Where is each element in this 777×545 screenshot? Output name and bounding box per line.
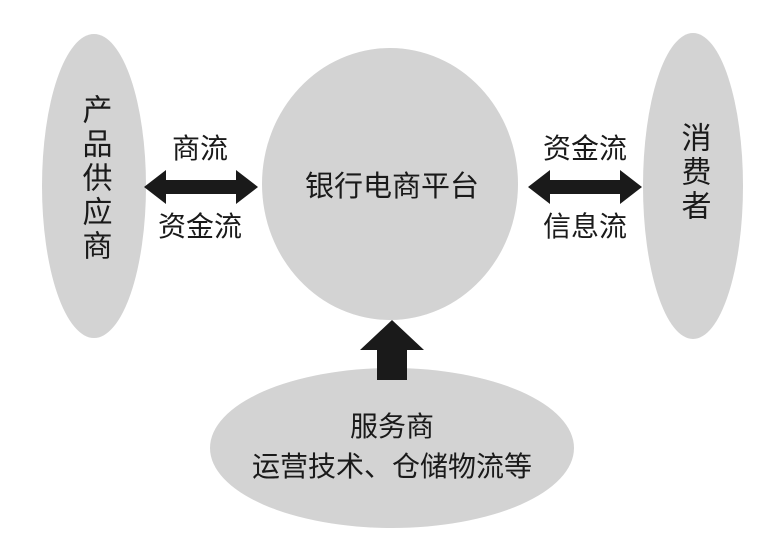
supplier-label: 产品供应商 (77, 94, 113, 264)
up-arrow (360, 320, 424, 380)
consumer-node: 消费者 (643, 33, 743, 339)
left-top-flow-label: 商流 (172, 132, 228, 165)
consumer-label: 消费者 (676, 122, 712, 224)
service-subtitle: 运营技术、仓储物流等 (252, 450, 532, 483)
platform-label: 银行电商平台 (305, 169, 479, 203)
right-top-flow-label: 资金流 (543, 132, 627, 165)
service-node: 服务商 运营技术、仓储物流等 (210, 368, 574, 528)
service-title: 服务商 (350, 410, 434, 443)
right-double-arrow (528, 170, 642, 204)
consumer-ellipse (643, 33, 743, 339)
platform-ellipse (262, 48, 518, 320)
service-ellipse (210, 368, 574, 528)
right-bottom-flow-label: 信息流 (543, 210, 627, 243)
supplier-ellipse (42, 34, 146, 338)
supplier-node: 产品供应商 (42, 34, 146, 338)
platform-node: 银行电商平台 (262, 48, 518, 320)
left-bottom-flow-label: 资金流 (158, 210, 242, 243)
left-double-arrow (144, 170, 258, 204)
